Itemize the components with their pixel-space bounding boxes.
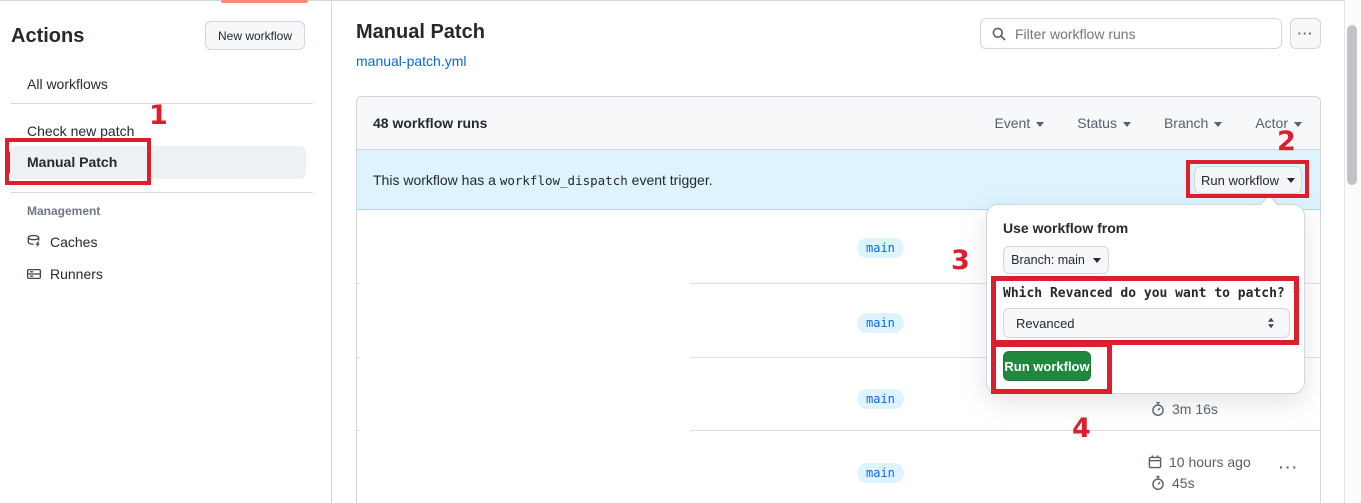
sidebar-title: Actions <box>11 25 85 47</box>
stopwatch-icon <box>1150 401 1166 417</box>
runs-list-header: 48 workflow runs Event Status Branch Act… <box>357 97 1320 150</box>
sidebar-divider-vertical <box>331 0 332 503</box>
run-age: 10 hours ago <box>1147 454 1251 470</box>
calendar-icon <box>1147 454 1163 470</box>
redacted-run-title <box>360 210 690 284</box>
branch-pill[interactable]: main <box>857 238 904 258</box>
filter-event[interactable]: Event <box>994 115 1045 131</box>
workflow-run-row[interactable]: main <box>357 284 1320 358</box>
management-heading: Management <box>27 204 101 218</box>
selected-accent-bar <box>6 151 10 174</box>
caret-down-icon <box>1294 122 1302 127</box>
run-workflow-submit-button[interactable]: Run workflow <box>1003 351 1091 381</box>
search-input[interactable] <box>1015 25 1271 42</box>
branch-pill[interactable]: main <box>857 313 904 333</box>
branch-selector-button[interactable]: Branch: main <box>1003 246 1109 274</box>
run-workflow-dialog: Use workflow from Branch: main Which Rev… <box>986 204 1305 394</box>
sidebar-item-manual-patch-label: Manual Patch <box>27 154 118 170</box>
page-title: Manual Patch <box>356 21 485 43</box>
stopwatch-icon <box>1150 475 1166 491</box>
workflow-dispatch-banner: This workflow has a workflow_dispatch ev… <box>357 150 1320 210</box>
runs-count: 48 workflow runs <box>373 115 488 131</box>
sidebar-divider <box>10 103 313 104</box>
dialog-heading: Use workflow from <box>1003 220 1129 236</box>
run-duration: 3m 16s <box>1150 401 1218 417</box>
runs-filters: Event Status Branch Actor <box>994 115 1302 131</box>
caret-down-icon <box>1092 257 1101 263</box>
revanced-select[interactable]: Revanced <box>1003 308 1290 338</box>
sidebar-item-check-new-patch[interactable]: Check new patch <box>27 123 135 139</box>
required-asterisk: * <box>1292 286 1301 301</box>
sidebar-item-caches[interactable]: Caches <box>26 234 97 250</box>
caret-down-icon <box>1287 177 1296 183</box>
search-icon <box>991 26 1007 42</box>
workflow-input-label: Which Revanced do you want to patch? * <box>1003 286 1301 301</box>
filter-runs-search[interactable] <box>980 18 1282 49</box>
run-kebab-button[interactable]: ··· <box>1279 459 1299 475</box>
run-duration: 45s <box>1150 475 1195 491</box>
redacted-run-title <box>360 284 690 358</box>
runner-host-icon <box>26 266 42 282</box>
banner-text: This workflow has a workflow_dispatch ev… <box>373 171 713 188</box>
new-workflow-button[interactable]: New workflow <box>205 21 305 50</box>
sidebar-item-runners[interactable]: Runners <box>26 266 103 282</box>
run-workflow-dropdown-button[interactable]: Run workflow <box>1194 166 1302 194</box>
caret-down-icon <box>1122 122 1131 127</box>
caret-down-icon <box>1214 122 1223 127</box>
workflow-run-row[interactable]: main <box>357 210 1320 284</box>
workflow-run-row[interactable]: main 3m 16s <box>357 358 1320 431</box>
page-kebab-button[interactable]: ··· <box>1290 18 1321 49</box>
filter-actor[interactable]: Actor <box>1255 115 1302 131</box>
caret-down-icon <box>1036 122 1045 127</box>
sidebar-item-label: Runners <box>50 266 103 282</box>
workflow-run-row[interactable]: main 10 hours ago <box>357 431 1320 503</box>
cache-database-icon <box>26 234 42 250</box>
sidebar-item-manual-patch[interactable] <box>10 146 306 179</box>
annotation-step-1: 1 <box>149 100 168 131</box>
filter-status[interactable]: Status <box>1077 115 1131 131</box>
branch-pill[interactable]: main <box>857 389 904 409</box>
top-border <box>0 0 1361 1</box>
select-updown-icon <box>1263 315 1279 331</box>
sidebar-divider <box>10 192 313 193</box>
page-scrollbar-thumb[interactable] <box>1347 25 1357 185</box>
actions-tab-underline <box>221 0 308 3</box>
dialog-pointer-arrow <box>1261 196 1277 205</box>
filter-branch[interactable]: Branch <box>1164 115 1223 131</box>
sidebar-item-label: Caches <box>50 234 98 250</box>
sidebar-item-all-workflows[interactable]: All workflows <box>27 76 108 92</box>
redacted-run-title <box>360 358 690 431</box>
branch-pill[interactable]: main <box>857 463 904 483</box>
redacted-run-title <box>360 431 690 503</box>
event-trigger-code: workflow_dispatch <box>499 172 628 188</box>
workflow-file-link[interactable]: manual-patch.yml <box>356 53 467 69</box>
